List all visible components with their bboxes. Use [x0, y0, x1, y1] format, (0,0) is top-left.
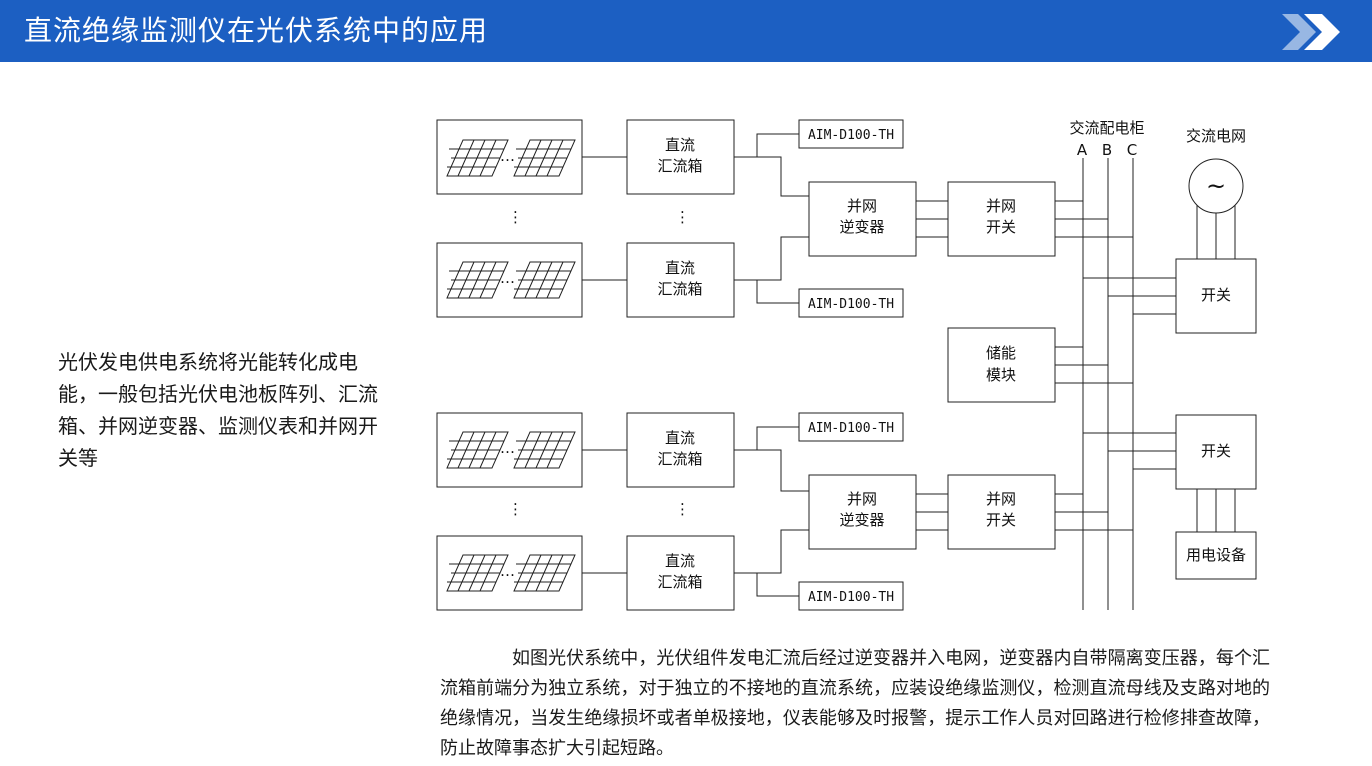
solar-panel-icon	[446, 554, 509, 592]
svg-text:直流: 直流	[665, 136, 695, 154]
svg-text:开关: 开关	[986, 511, 1016, 529]
ellipsis-horizontal: …	[500, 562, 515, 580]
ellipsis-horizontal: …	[500, 439, 515, 457]
svg-text:并网: 并网	[847, 490, 877, 508]
svg-text:直流: 直流	[665, 259, 695, 277]
ac-cabinet-label: 交流配电柜	[1069, 119, 1144, 137]
solar-panel-icon	[446, 261, 509, 299]
svg-text:用电设备: 用电设备	[1186, 546, 1246, 564]
svg-text:逆变器: 逆变器	[839, 511, 884, 529]
load-switch-box	[1175, 414, 1257, 490]
ellipsis-horizontal: …	[500, 147, 515, 165]
svg-text:开关: 开关	[986, 218, 1016, 236]
svg-text:AIM-D100-TH: AIM-D100-TH	[808, 590, 894, 605]
grid-switch-box	[947, 181, 1056, 257]
ellipsis-vertical: ⋮	[508, 208, 523, 226]
double-chevron-icon	[1282, 14, 1340, 50]
combiner-box	[626, 119, 735, 195]
header-bar: 直流绝缘监测仪在光伏系统中的应用	[0, 0, 1372, 62]
svg-text:直流: 直流	[665, 429, 695, 447]
svg-text:模块: 模块	[986, 366, 1016, 384]
svg-text:AIM-D100-TH: AIM-D100-TH	[808, 421, 894, 436]
combiner-box	[626, 412, 735, 488]
svg-text:并网: 并网	[847, 197, 877, 215]
solar-panel-icon	[446, 139, 509, 177]
svg-text:开关: 开关	[1201, 442, 1231, 460]
grid-label: 交流电网	[1186, 127, 1246, 145]
solar-panel-icon	[513, 431, 576, 469]
combiner-box	[626, 535, 735, 611]
svg-text:汇流箱: 汇流箱	[657, 573, 702, 591]
pv-array-box	[436, 119, 583, 195]
page-title: 直流绝缘监测仪在光伏系统中的应用	[24, 14, 489, 47]
svg-text:并网: 并网	[986, 197, 1016, 215]
description-paragraph: 如图光伏系统中，光伏组件发电汇流后经过逆变器并入电网，逆变器内自带隔离变压器，每…	[440, 648, 1270, 759]
phase-c-label: C	[1127, 141, 1137, 159]
solar-panel-icon	[446, 431, 509, 469]
solar-panel-icon	[513, 261, 576, 299]
load-device-box	[1175, 531, 1257, 580]
svg-text:储能: 储能	[986, 344, 1016, 362]
insulation-monitor-box	[798, 288, 904, 318]
svg-text:直流: 直流	[665, 552, 695, 570]
solar-panel-icon	[513, 139, 576, 177]
svg-text:AIM-D100-TH: AIM-D100-TH	[808, 128, 894, 143]
svg-text:开关: 开关	[1201, 286, 1231, 304]
ellipsis-vertical: ⋮	[675, 500, 690, 518]
energy-storage-box	[947, 327, 1056, 403]
intro-paragraph: 光伏发电供电系统将光能转化成电能，一般包括光伏电池板阵列、汇流箱、并网逆变器、监…	[58, 350, 378, 470]
svg-text:汇流箱: 汇流箱	[657, 450, 702, 468]
svg-text:汇流箱: 汇流箱	[657, 280, 702, 298]
insulation-monitor-box	[798, 412, 904, 442]
grid-switch-upper	[1175, 258, 1257, 334]
phase-a-label: A	[1077, 141, 1088, 159]
sine-wave-icon: ~	[1206, 172, 1226, 200]
ellipsis-vertical: ⋮	[508, 500, 523, 518]
insulation-monitor-box	[798, 581, 904, 611]
svg-text:汇流箱: 汇流箱	[657, 157, 702, 175]
solar-panel-icon	[513, 554, 576, 592]
svg-text:AIM-D100-TH: AIM-D100-TH	[808, 297, 894, 312]
svg-text:逆变器: 逆变器	[839, 218, 884, 236]
phase-b-label: B	[1102, 141, 1112, 159]
svg-text:并网: 并网	[986, 490, 1016, 508]
insulation-monitor-box	[798, 119, 904, 149]
grid-inverter-box	[808, 181, 917, 257]
ellipsis-horizontal: …	[500, 269, 515, 287]
ellipsis-vertical: ⋮	[675, 208, 690, 226]
